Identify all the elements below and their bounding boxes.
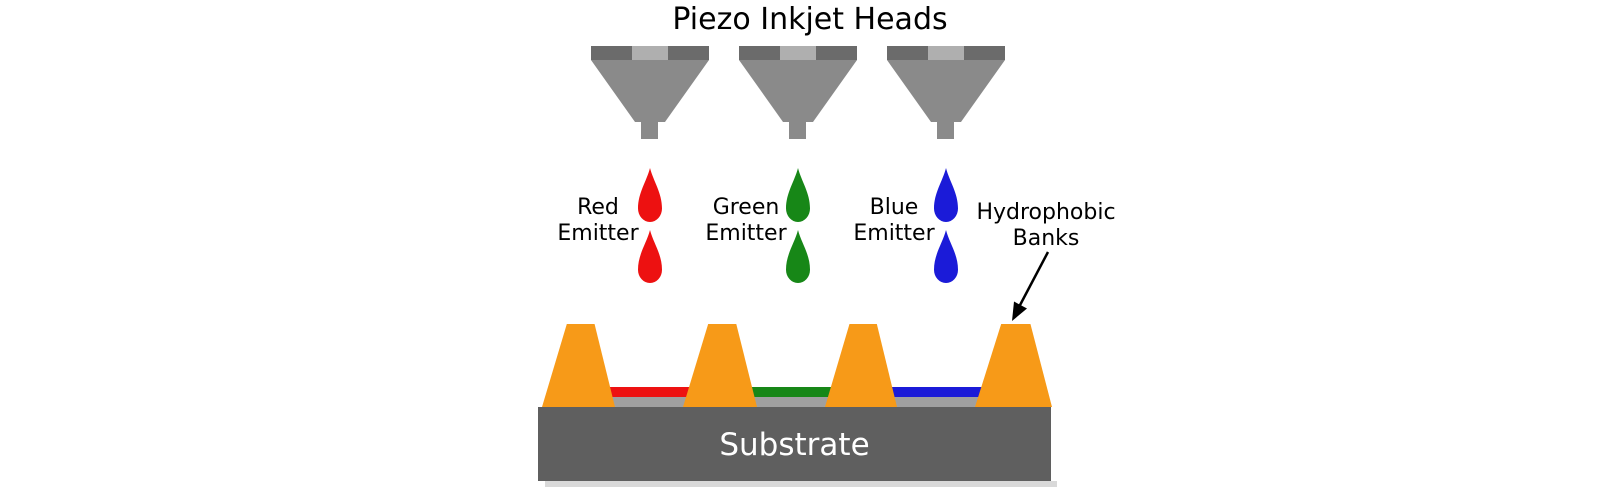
blue-emitter-label-line1: Blue [869,195,919,220]
pixel-well-base-layer [720,397,861,407]
blue-emitter-label: Blue Emitter [839,195,949,247]
head-ink-inlet-icon [928,46,964,60]
arrow-line [1017,251,1050,308]
substrate-shadow [545,481,1057,487]
diagram-title: Piezo Inkjet Heads [672,2,948,37]
droplet-shape [934,168,958,222]
pixel-well-base-layer [578,397,720,407]
head-ink-inlet-icon [632,46,668,60]
red-ink-droplet-icon [638,230,662,283]
droplet-shape [638,230,662,283]
hydrophobic-bank [683,324,757,407]
hydrophobic-bank [975,324,1052,407]
green-ink-droplet-icon [786,168,810,222]
green-emitter-label-line2: Emitter [705,221,787,246]
droplet-shape [934,230,958,283]
hydrophobic-bank [825,324,897,407]
hydrophobic-banks-label: Hydrophobic Banks [956,200,1136,252]
red-emitter-label-line2: Emitter [557,221,639,246]
head-funnel-body-icon [591,60,709,122]
inkjet-head-green [739,46,857,139]
droplet-shape [786,168,810,222]
droplet-shape [638,168,662,222]
droplet-shape [786,230,810,283]
pixel-well-base-layer [861,397,1014,407]
inkjet-head-blue [887,46,1005,139]
substrate-label: Substrate [719,427,870,463]
blue-ink-film [861,387,1014,397]
head-nozzle-icon [641,122,658,139]
head-funnel-body-icon [739,60,857,122]
banks-pointer-arrow-icon [1012,251,1050,321]
blue-ink-droplet-icon [934,230,958,283]
substrate-block: Substrate [538,407,1051,481]
red-emitter-label-line1: Red [577,195,619,220]
red-ink-film [578,387,720,397]
head-nozzle-icon [789,122,806,139]
head-ink-inlet-icon [780,46,816,60]
hydrophobic-banks-label-line2: Banks [1012,226,1080,251]
green-emitter-label: Green Emitter [691,195,801,247]
green-emitter-label-line1: Green [712,195,780,220]
hydrophobic-bank [542,324,615,407]
head-funnel-body-icon [887,60,1005,122]
arrow-head [1012,301,1027,321]
inkjet-head-red [591,46,709,139]
blue-emitter-label-line2: Emitter [853,221,935,246]
head-nozzle-icon [937,122,954,139]
blue-ink-droplet-icon [934,168,958,222]
red-ink-droplet-icon [638,168,662,222]
red-emitter-label: Red Emitter [543,195,653,247]
green-ink-droplet-icon [786,230,810,283]
hydrophobic-banks-label-line1: Hydrophobic [976,200,1116,225]
green-ink-film [720,387,861,397]
